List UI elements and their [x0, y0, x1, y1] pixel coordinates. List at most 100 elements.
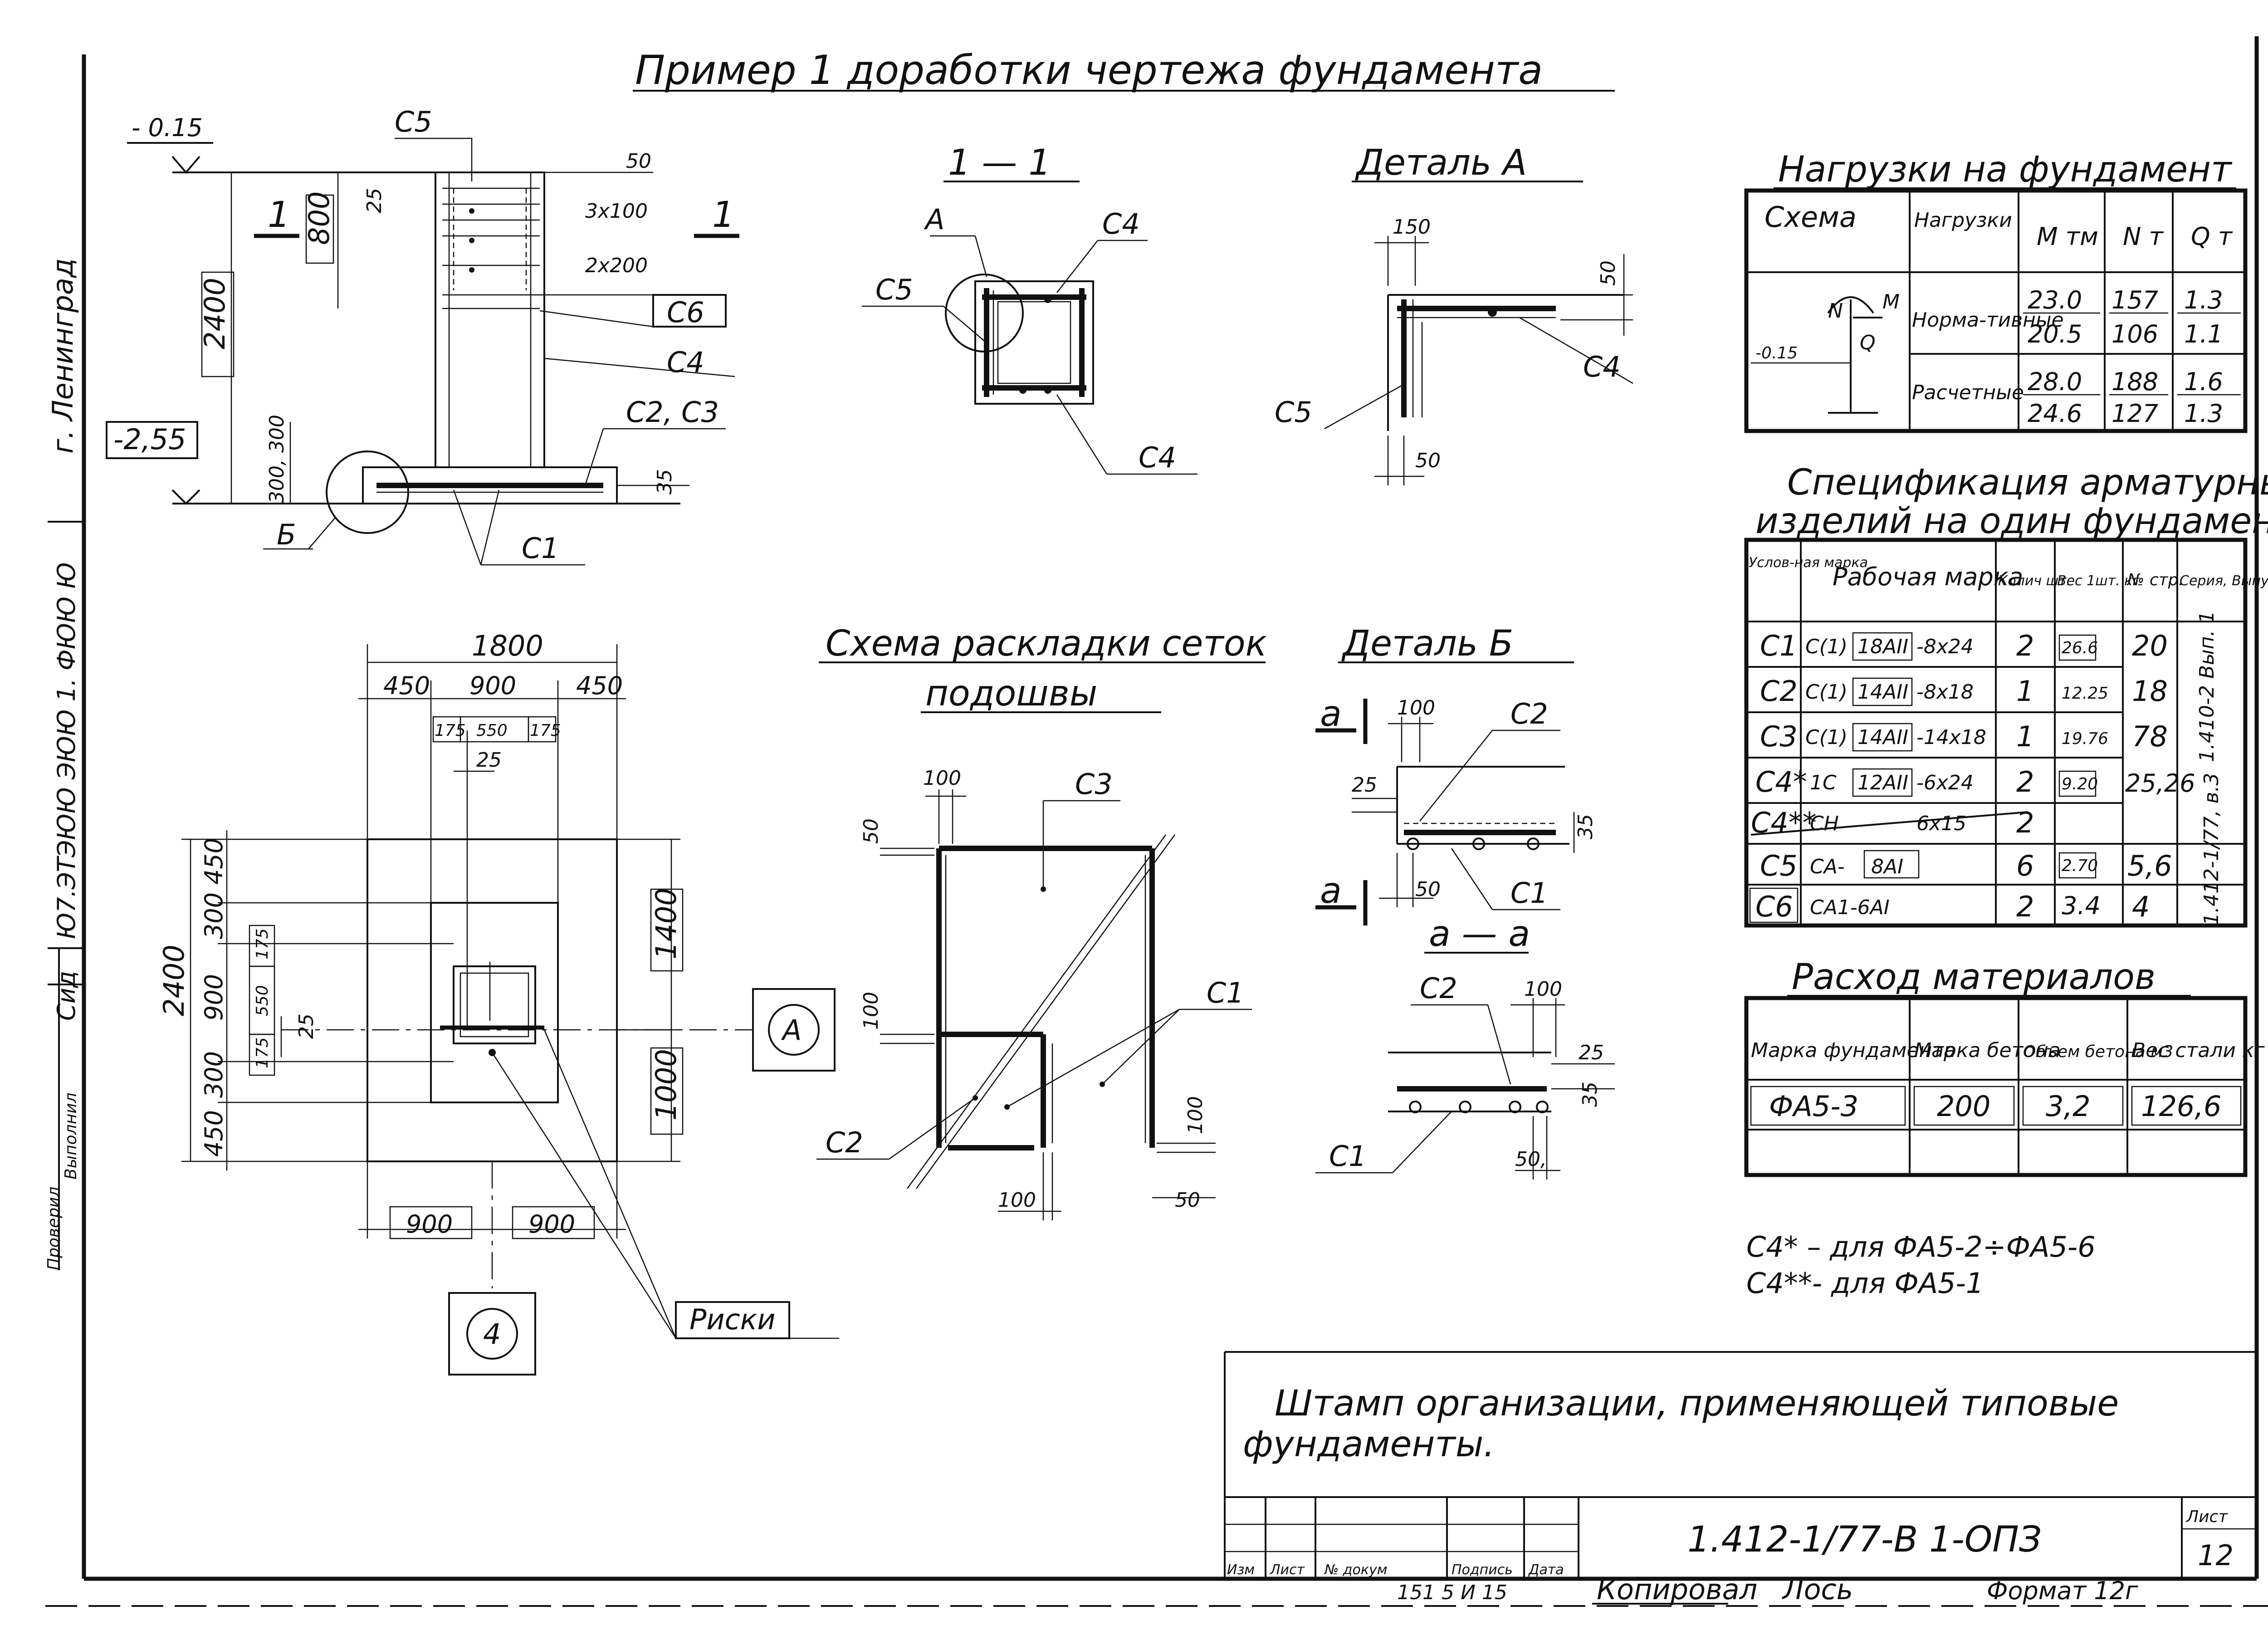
plan-25-left: 25: [295, 1013, 318, 1039]
plan-300-top: 300: [200, 892, 228, 939]
height-2400-dim: 2400: [198, 278, 231, 349]
dim-2x200: 2x200: [585, 254, 648, 277]
plan-550-left: 550: [253, 985, 272, 1016]
detail-a-150: 150: [1393, 215, 1431, 239]
detail-a-title: Деталь А: [1355, 142, 1527, 183]
mesh-c1: С1: [1207, 976, 1244, 1009]
spec-head-series: Серия, Выпуск: [2180, 573, 2268, 589]
dim-35-footing: 35: [653, 469, 676, 494]
detail-b: Деталь Б а а 100 С2 25 35 50 С1: [1315, 623, 1615, 1180]
loads-table: Нагрузки на фундамент Схема Нагрузки М т…: [1744, 149, 2248, 433]
section-a-25: 25: [1579, 1041, 1604, 1064]
spec-r1-mark: С1: [1760, 629, 1798, 662]
stamp-col-sign: Подпись: [1452, 1562, 1513, 1578]
spec-row: С6 СА1-6АI 2 3.4 4: [1749, 887, 2150, 923]
spec-title-2: изделий на один фундамент: [1755, 501, 2268, 542]
spec-series-1: 1.410-2 Вып. 1: [2195, 611, 2219, 762]
drawing-title: Пример 1 доработки чертежа фундамента: [635, 47, 1543, 93]
spec-r7-prefix: СА1-6АI: [1810, 896, 1890, 919]
spec-r3-qty: 1: [2016, 720, 2034, 753]
section-c4-top: С4: [1102, 207, 1140, 240]
materials-head-volume: Объем бетона м3: [2023, 1043, 2173, 1061]
level-top-label: - 0.15: [132, 113, 203, 142]
loads-row2-name: Расчетные: [1912, 381, 2024, 404]
spec-r2-page: 18: [2132, 675, 2168, 708]
spec-r3-prefix: С(1): [1805, 726, 1848, 749]
spec-r4-qty: 2: [2016, 765, 2034, 798]
side-city-label: г. Ленинград: [46, 258, 79, 454]
spec-r3-mark: С3: [1760, 720, 1798, 753]
plan-height-2400: 2400: [157, 945, 191, 1016]
loads-head-scheme: Схема: [1765, 201, 1857, 234]
spec-r4-prefix: 1С: [1810, 771, 1837, 794]
loads-scheme-q: Q: [1860, 331, 1876, 354]
detail-a-50-bottom: 50: [1415, 449, 1441, 472]
detail-b-25: 25: [1352, 773, 1377, 797]
stamp-col-date: Дата: [1528, 1562, 1564, 1578]
materials-val-volume: 3,2: [2046, 1090, 2091, 1123]
loads-row2-m1: 28.0: [2028, 367, 2082, 396]
footer-copied: Копировал: [1597, 1573, 1757, 1606]
spec-r2-suffix: -8х18: [1916, 680, 1974, 704]
loads-row1-name: Норма-тивные: [1912, 308, 2064, 332]
footer-strip: 151 5 И 15 Копировал Лось Формат 12г: [1397, 1573, 2138, 1606]
spec-r7-weight: 3.4: [2062, 891, 2101, 920]
spec-row: С2 С(1) 14АII -8х18 1 12.25 18: [1760, 675, 2168, 708]
axis-a-label: А: [781, 1013, 802, 1047]
footer-left-num: 151 5 И 15: [1397, 1581, 1507, 1604]
spec-head-mark: Услов-ная марка: [1749, 555, 1868, 571]
loads-head-q: Q т: [2191, 222, 2233, 251]
detail-b-c1: С1: [1510, 876, 1548, 910]
loads-row1-n1: 157: [2112, 286, 2158, 314]
cut-a-top: а: [1320, 694, 1342, 734]
section-1-1: 1 — 1 А С4 С5 С4: [862, 142, 1198, 475]
materials-head-foundation: Марка фундамента: [1751, 1039, 1956, 1062]
loads-row1-m2: 20.5: [2028, 320, 2082, 348]
dim-300-300: 300, 300: [265, 415, 288, 504]
loads-head-load: Нагрузки: [1914, 209, 2012, 232]
dim-3x100: 3x100: [585, 200, 648, 223]
stamp-sheet-number: 12: [2198, 1539, 2234, 1572]
spec-r1-prefix: С(1): [1805, 635, 1848, 658]
spec-r2-qty: 1: [2016, 675, 2034, 708]
spec-r1-box: 18АII: [1857, 635, 1908, 658]
elevation-view: - 0.15 -2,55 2400 800 25: [106, 105, 739, 566]
mesh-100-top: 100: [923, 767, 961, 790]
materials-title: Расход материалов: [1792, 957, 2156, 998]
label-c4: С4: [667, 346, 704, 379]
section-a-c2: С2: [1420, 972, 1457, 1005]
detail-b-50: 50: [1415, 878, 1441, 901]
materials-val-steel: 126,6: [2141, 1090, 2222, 1123]
spec-r4-box: 12АII: [1857, 771, 1908, 794]
plan-900-left: 900: [200, 974, 228, 1021]
detail-b-title: Деталь Б: [1341, 623, 1513, 664]
spec-head-page: № стр.: [2126, 571, 2184, 589]
note-c4-star: С4* – для ФА5-2÷ФА5-6: [1746, 1230, 2096, 1263]
spec-r6-box: 8АI: [1871, 855, 1903, 878]
spec-r3-suffix: -14х18: [1916, 726, 1986, 749]
side-check-label: Проверил: [44, 1186, 63, 1270]
spec-r4-page: 25,26: [2125, 769, 2195, 798]
spec-r5-suffix: 6х15: [1916, 812, 1966, 835]
spec-table: Спецификация арматурных изделий на один …: [1744, 462, 2268, 928]
mesh-100-right: 100: [1184, 1096, 1207, 1134]
section-1-1-title: 1 — 1: [948, 142, 1051, 183]
spec-title-1: Спецификация арматурных: [1787, 462, 2268, 503]
loads-scheme-m: М: [1882, 290, 1900, 313]
plan-1400: 1400: [650, 888, 683, 960]
mesh-c2: С2: [826, 1126, 863, 1159]
axis-4-label: 4: [483, 1317, 501, 1351]
spec-r7-page: 4: [2132, 890, 2150, 923]
spec-row: С4** СН 6х15 2: [1750, 806, 2034, 839]
upper-zone-800-dim: 800: [303, 191, 336, 245]
spec-r1-suffix: -8х24: [1916, 635, 1974, 658]
loads-row1-n2: 106: [2112, 320, 2158, 348]
loads-head-m: М тм: [2037, 222, 2098, 251]
label-detail-b: Б: [277, 518, 296, 551]
spec-r4-suffix: -6х24: [1916, 771, 1974, 794]
loads-title: Нагрузки на фундамент: [1778, 149, 2233, 190]
mesh-title-1: Схема раскладки сеток: [826, 623, 1267, 664]
cut-a-bottom: а: [1320, 871, 1342, 911]
stamp-text-2: фундаменты.: [1243, 1424, 1495, 1465]
